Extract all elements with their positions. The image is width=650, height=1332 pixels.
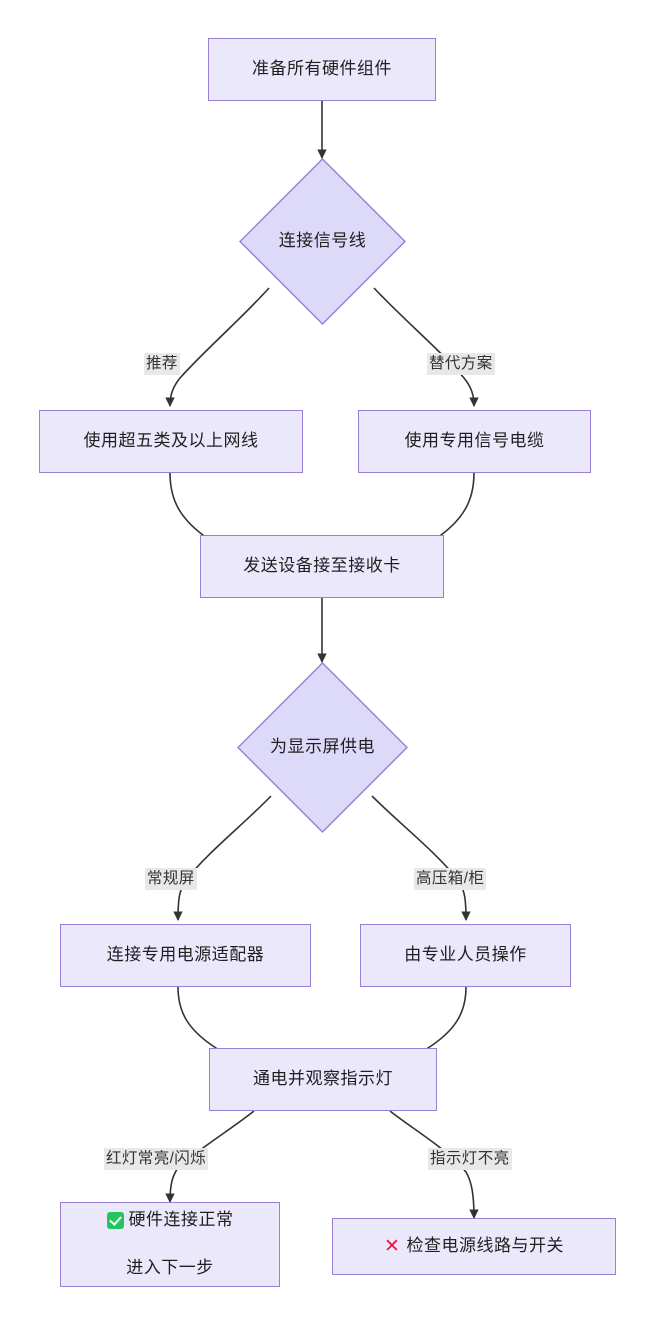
node-label: 使用超五类及以上网线 xyxy=(83,431,259,451)
node-prepare-hardware[interactable]: 准备所有硬件组件 xyxy=(208,38,436,101)
check-square-icon xyxy=(106,1212,124,1230)
node-power-on-observe-indicator[interactable]: 通电并观察指示灯 xyxy=(209,1048,437,1111)
edge-label-alternative: 替代方案 xyxy=(427,353,495,376)
node-line-2: 进入下一步 xyxy=(126,1234,214,1280)
cross-mark-icon: ✕ xyxy=(384,1236,401,1257)
node-label: 检查电源线路与开关 xyxy=(406,1236,564,1256)
node-label-primary: 硬件连接正常 xyxy=(128,1210,234,1230)
node-check-power-line-switch[interactable]: ✕ 检查电源线路与开关 xyxy=(332,1218,616,1275)
diamond-shape xyxy=(237,662,408,833)
edge-label-red-light-on-blink: 红灯常亮/闪烁 xyxy=(104,1148,209,1171)
node-label: 连接信号线 xyxy=(278,231,367,251)
edge-label-recommended: 推荐 xyxy=(144,353,180,376)
edge-label-normal-screen: 常规屏 xyxy=(145,868,197,891)
node-label: 连接专用电源适配器 xyxy=(106,945,265,965)
node-power-the-display[interactable]: 为显示屏供电 xyxy=(237,662,408,833)
node-use-dedicated-signal-cable[interactable]: 使用专用信号电缆 xyxy=(358,410,591,473)
node-label: 由专业人员操作 xyxy=(404,945,527,965)
node-label: 通电并观察指示灯 xyxy=(253,1069,393,1089)
node-connect-signal-line[interactable]: 连接信号线 xyxy=(239,158,406,325)
node-label: 为显示屏供电 xyxy=(270,737,375,757)
node-use-cat5e-cable[interactable]: 使用超五类及以上网线 xyxy=(39,410,303,473)
node-label: 使用专用信号电缆 xyxy=(404,431,545,451)
node-label: 发送设备接至接收卡 xyxy=(243,556,401,576)
node-connect-power-adapter[interactable]: 连接专用电源适配器 xyxy=(60,924,311,987)
node-hardware-ok-next-step[interactable]: 硬件连接正常 进入下一步 xyxy=(60,1202,280,1287)
node-sender-to-receiver-card[interactable]: 发送设备接至接收卡 xyxy=(200,535,444,598)
diamond-shape xyxy=(239,158,406,325)
node-line-1: 硬件连接正常 xyxy=(106,1209,234,1232)
edge-label-indicator-off: 指示灯不亮 xyxy=(428,1148,512,1171)
edge-label-high-voltage-box: 高压箱/柜 xyxy=(414,868,487,891)
node-label-secondary: 进入下一步 xyxy=(126,1257,214,1277)
node-label: 准备所有硬件组件 xyxy=(252,59,392,79)
node-professional-operation[interactable]: 由专业人员操作 xyxy=(360,924,571,987)
